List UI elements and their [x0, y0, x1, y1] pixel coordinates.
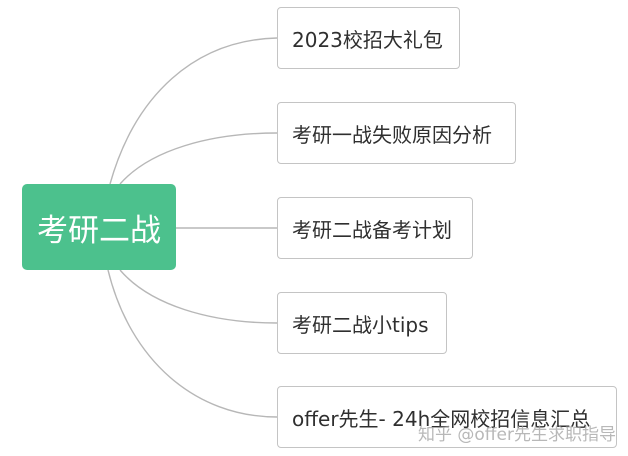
child-node-gift-pack[interactable]: 2023校招大礼包 — [277, 7, 460, 69]
connector-to-child-5 — [107, 269, 278, 418]
child-node-study-plan[interactable]: 考研二战备考计划 — [277, 197, 473, 259]
connector-to-child-4 — [119, 269, 278, 324]
child-node-failure-analysis[interactable]: 考研一战失败原因分析 — [277, 102, 516, 164]
root-node[interactable]: 考研二战 — [22, 184, 176, 270]
child-node-campus-recruiting-info[interactable]: offer先生- 24h全网校招信息汇总 — [277, 386, 617, 448]
child-node-label: 考研二战小tips — [292, 312, 429, 337]
child-node-tips[interactable]: 考研二战小tips — [277, 292, 447, 354]
watermark: 知乎 @offer先生求职指导 — [418, 425, 616, 445]
root-node-label: 考研二战 — [37, 212, 161, 249]
child-node-label: 考研二战备考计划 — [292, 217, 452, 242]
connector-to-child-1 — [109, 37, 278, 185]
connector-to-child-2 — [119, 132, 278, 185]
child-node-label: 2023校招大礼包 — [292, 27, 443, 52]
child-node-label: offer先生- 24h全网校招信息汇总 — [292, 406, 591, 431]
child-node-label: 考研一战失败原因分析 — [292, 122, 492, 147]
